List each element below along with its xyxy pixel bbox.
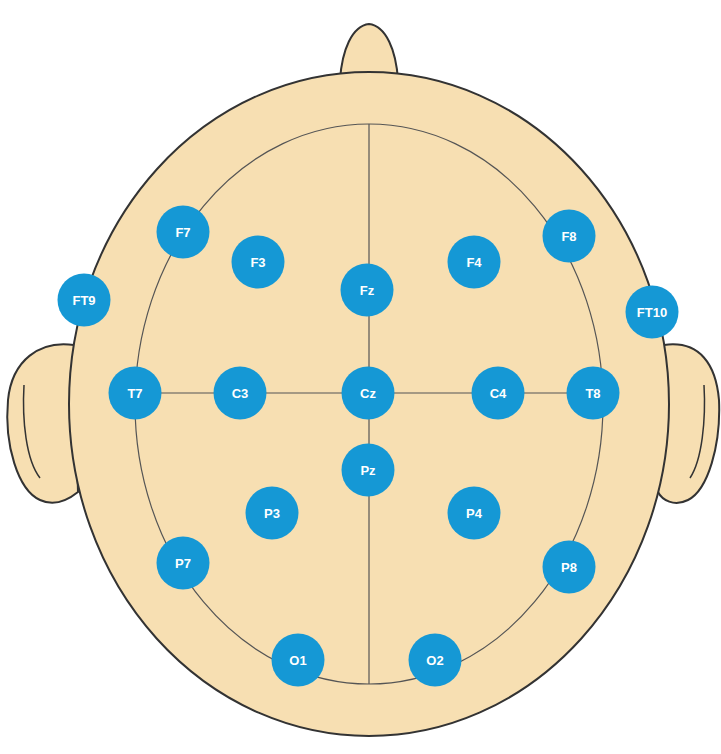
electrode-label-wrap: P3 (245, 486, 299, 540)
electrode-disc (448, 487, 501, 540)
electrode-label-wrap: Cz (341, 366, 395, 420)
electrode-label: F8 (561, 230, 576, 243)
electrode-label-wrap: F4 (447, 235, 501, 289)
electrode-label-wrap: FT9 (57, 273, 111, 327)
electrode-label: T8 (585, 387, 600, 400)
electrode-label: T7 (127, 387, 142, 400)
electrode-disc (157, 206, 210, 259)
electrode: FT10 (625, 285, 679, 339)
electrode-label-wrap: O2 (408, 633, 462, 687)
left-ear (7, 344, 78, 503)
electrode-disc (543, 541, 596, 594)
electrode-disc (448, 236, 501, 289)
electrode-label: P4 (466, 507, 482, 520)
electrode: F4 (447, 235, 501, 289)
electrode-label: F7 (175, 226, 190, 239)
electrode-disc (272, 634, 325, 687)
electrode-label-wrap: FT10 (625, 285, 679, 339)
electrode-label-wrap: Fz (340, 263, 394, 317)
electrode-disc (626, 286, 679, 339)
electrode-label-wrap: T7 (108, 366, 162, 420)
electrode-label-wrap: Pz (341, 443, 395, 497)
electrode-disc (232, 236, 285, 289)
electrode-label: F4 (466, 256, 481, 269)
electrode: FT9 (57, 273, 111, 327)
electrode: Pz (341, 443, 395, 497)
electrode: Cz (341, 366, 395, 420)
electrode-disc (342, 444, 395, 497)
electrode: O1 (271, 633, 325, 687)
electrode-disc (246, 487, 299, 540)
electrode: Fz (340, 263, 394, 317)
electrode-label: O2 (426, 654, 443, 667)
electrode-label: P3 (264, 507, 280, 520)
electrode-label: Fz (360, 284, 374, 297)
electrode: F7 (156, 205, 210, 259)
electrode-label: Pz (360, 464, 375, 477)
electrode-label-wrap: P8 (542, 540, 596, 594)
electrode: O2 (408, 633, 462, 687)
electrode: P4 (447, 486, 501, 540)
electrode-disc (409, 634, 462, 687)
electrode-disc (342, 367, 395, 420)
electrode-label: P7 (175, 557, 191, 570)
electrode: F3 (231, 235, 285, 289)
electrode-label: FT9 (72, 294, 95, 307)
left-ear-fold (24, 385, 40, 478)
electrode-disc (58, 274, 111, 327)
electrode-disc (341, 264, 394, 317)
electrode-label: P8 (561, 561, 577, 574)
electrode-label: C4 (490, 387, 507, 400)
electrode: P3 (245, 486, 299, 540)
electrode-disc (567, 367, 620, 420)
electrode-label-wrap: P4 (447, 486, 501, 540)
electrode-label-wrap: T8 (566, 366, 620, 420)
electrode-label-wrap: C4 (471, 366, 525, 420)
electrode: C3 (213, 366, 267, 420)
electrode-label-wrap: O1 (271, 633, 325, 687)
electrode-label-wrap: F3 (231, 235, 285, 289)
electrode-label: O1 (289, 654, 306, 667)
electrode-label-wrap: F7 (156, 205, 210, 259)
electrode-disc (214, 367, 267, 420)
electrode: C4 (471, 366, 525, 420)
electrode-disc (472, 367, 525, 420)
head-outline (69, 72, 669, 736)
electrode-label: Cz (360, 387, 376, 400)
electrode-label-wrap: F8 (542, 209, 596, 263)
electrode-label: C3 (232, 387, 249, 400)
electrode: T8 (566, 366, 620, 420)
electrode: F8 (542, 209, 596, 263)
electrode-label-wrap: P7 (156, 536, 210, 590)
electrode: P8 (542, 540, 596, 594)
right-ear-fold (690, 385, 704, 478)
electrode-label: FT10 (637, 306, 667, 319)
electrode: T7 (108, 366, 162, 420)
electrode-disc (109, 367, 162, 420)
electrode-disc (543, 210, 596, 263)
electrode: P7 (156, 536, 210, 590)
electrode-label: F3 (250, 256, 265, 269)
electrode-label-wrap: C3 (213, 366, 267, 420)
reference-circle (135, 124, 603, 684)
electrode-disc (157, 537, 210, 590)
